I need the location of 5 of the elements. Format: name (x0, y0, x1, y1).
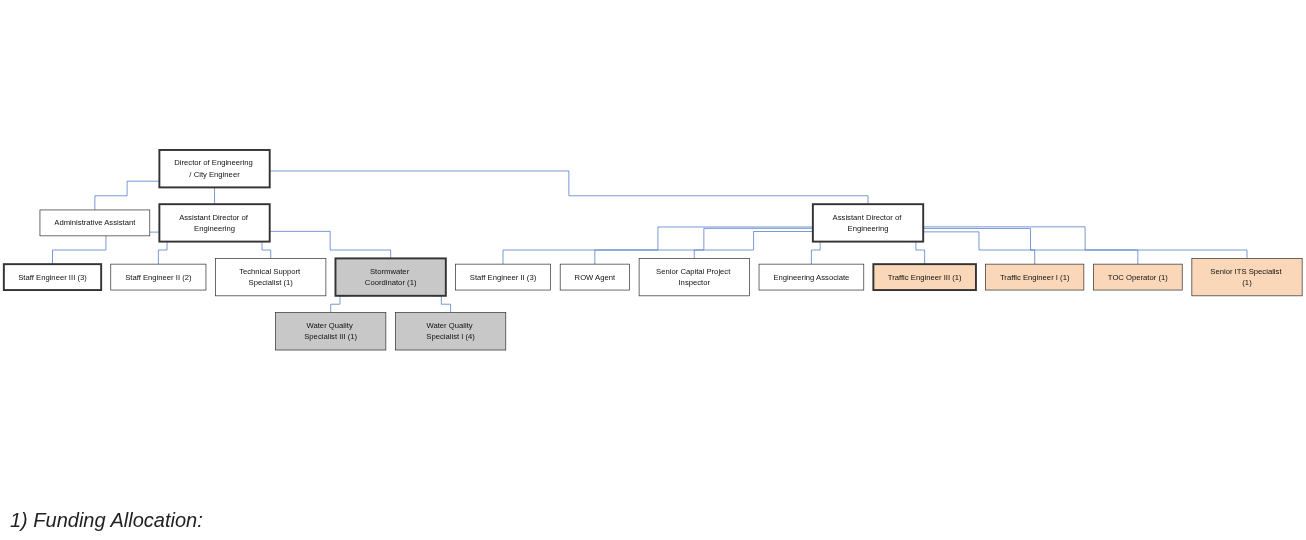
connector (94, 180, 160, 211)
note-text: 1) Funding Allocation: (10, 509, 203, 532)
connector (269, 170, 869, 205)
connector (269, 231, 391, 259)
connector (214, 187, 215, 205)
